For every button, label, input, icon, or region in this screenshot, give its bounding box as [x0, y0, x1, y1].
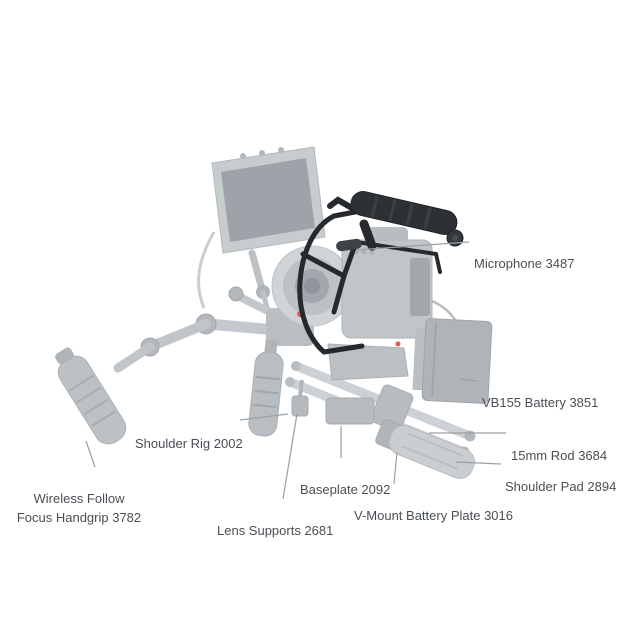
lens-support: [291, 379, 309, 417]
leader-shoulder-pad: [455, 461, 502, 465]
label-text: VB155 Battery 3851: [482, 395, 599, 410]
label-vb155-battery: VB155 Battery 3851: [482, 374, 598, 412]
leader-lines: [85, 241, 506, 500]
leader-shoulder-rig: [239, 413, 289, 421]
label-lens-supports: Lens Supports 2681: [217, 502, 333, 540]
leader-microphone: [355, 241, 470, 251]
leader-wff-handgrip: [85, 440, 96, 468]
label-text: Baseplate 2092: [300, 482, 391, 497]
top-handle: [327, 191, 464, 251]
label-shoulder-rig: Shoulder Rig 2002: [135, 415, 243, 453]
label-v-mount-battery-plate: V-Mount Battery Plate 3016: [354, 487, 513, 525]
shoulder-pad: [389, 425, 475, 479]
faded-rig: [55, 146, 493, 479]
label-shoulder-pad: Shoulder Pad 2894: [505, 458, 616, 496]
label-microphone: Microphone 3487: [474, 235, 574, 273]
left-handgrip: [55, 347, 127, 445]
highlighted-kit: [297, 191, 464, 355]
monitor-cable: [197, 231, 216, 309]
label-15mm-rod: 15mm Rod 3684: [511, 427, 607, 465]
leader-lens-supports: [282, 413, 298, 500]
microphone: [336, 238, 362, 252]
leader-vb155-battery: [459, 378, 479, 382]
label-text: V-Mount Battery Plate 3016: [354, 508, 513, 523]
label-text: 15mm Rod 3684: [511, 448, 608, 463]
red-accent-dot: [395, 341, 401, 347]
label-text: Shoulder Pad 2894: [505, 479, 617, 494]
lens-assembly: [271, 245, 353, 327]
label-text: Lens Supports 2681: [217, 523, 334, 538]
leader-v-mount-plate: [393, 451, 398, 485]
monitor-mount-arm: [248, 249, 271, 315]
label-baseplate: Baseplate 2092: [300, 461, 390, 499]
label-wireless-follow-focus-handgrip: Wireless Follow Focus Handgrip 3782: [4, 470, 154, 527]
label-text: Microphone 3487: [474, 256, 575, 271]
monitor: [211, 146, 326, 254]
label-text: Wireless Follow Focus Handgrip 3782: [16, 491, 142, 525]
baseplate: [325, 343, 409, 425]
front-handgrip: [248, 339, 284, 437]
label-text: Shoulder Rig 2002: [135, 436, 243, 451]
vb155-battery: [412, 318, 493, 404]
